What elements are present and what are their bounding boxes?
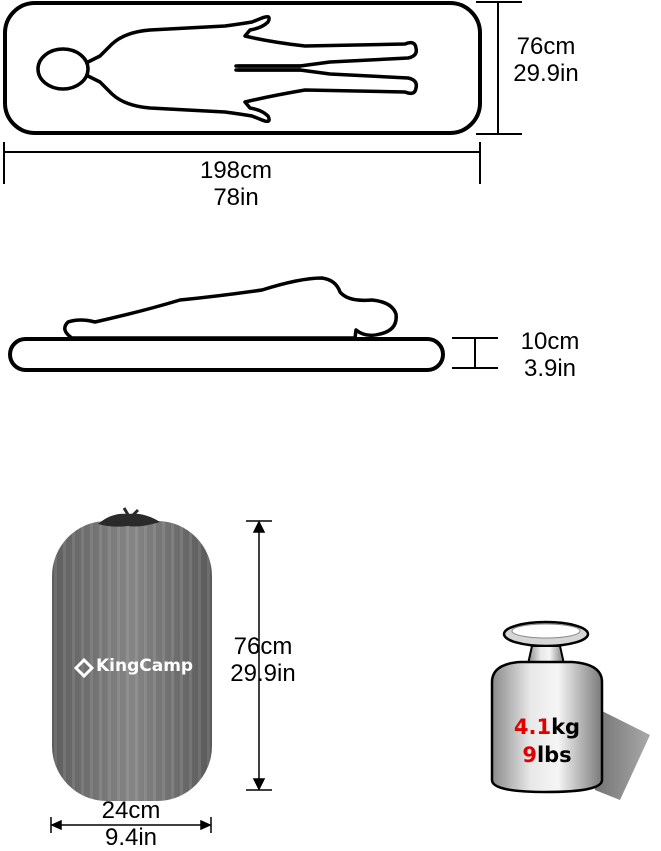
person-top-silhouette <box>36 14 419 124</box>
weight-lbs: 9lbs <box>496 741 598 769</box>
thickness-in: 3.9in <box>523 355 577 382</box>
side-view-mat <box>8 337 445 372</box>
person-side-silhouette <box>63 276 398 340</box>
bag-width-cm: 24cm <box>101 797 161 824</box>
weight-lbs-unit: lbs <box>536 743 572 767</box>
bag-height-label: 76cm 29.9in <box>218 633 308 687</box>
weight-lbs-value: 9 <box>522 743 537 767</box>
width-in: 29.9in <box>513 60 579 87</box>
packed-bag <box>52 507 212 801</box>
length-in: 78in <box>213 184 259 211</box>
bag-height-in: 29.9in <box>230 660 296 687</box>
length-cm: 198cm <box>199 157 273 184</box>
thickness-label: 10cm 3.9in <box>502 328 598 382</box>
brand-logo-text: KingCamp <box>96 656 194 676</box>
bag-height-dimension-line <box>246 520 272 791</box>
width-cm: 76cm <box>516 33 576 60</box>
bag-width-in: 9.4in <box>104 824 158 851</box>
thickness-cm: 10cm <box>520 328 580 355</box>
weight-kg-unit: kg <box>551 715 581 739</box>
weight-icon <box>490 620 650 800</box>
kingcamp-logo-icon <box>73 657 95 679</box>
weight-kg: 4.1kg <box>496 713 598 741</box>
width-dimension-line <box>476 1 522 135</box>
length-dimension-line <box>3 142 481 184</box>
weight-label: 4.1kg 9lbs <box>496 713 598 769</box>
thickness-dimension-line <box>452 337 498 369</box>
width-label: 76cm 29.9in <box>498 33 594 87</box>
length-label: 198cm 78in <box>186 157 286 211</box>
bag-width-label: 24cm 9.4in <box>86 797 176 851</box>
bag-height-cm: 76cm <box>233 633 293 660</box>
bag-width-dimension-line <box>50 817 212 833</box>
weight-kg-value: 4.1 <box>513 715 552 739</box>
